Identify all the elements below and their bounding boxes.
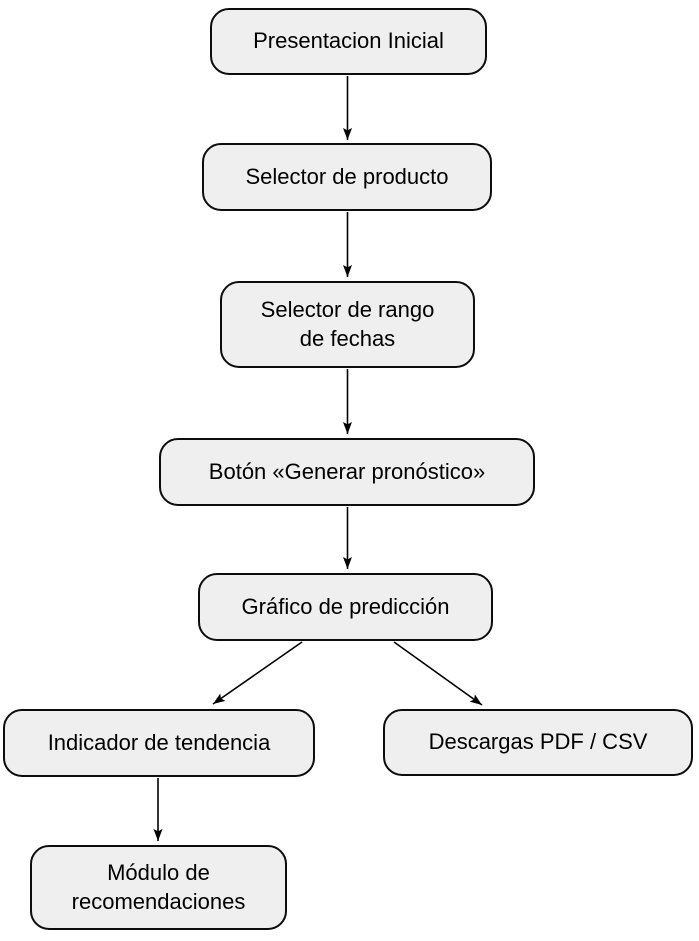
edge-grafico-to-descargas bbox=[393, 641, 483, 706]
node-indicador-tendencia: Indicador de tendencia bbox=[3, 709, 315, 777]
node-modulo-recomendaciones: Módulo de recomendaciones bbox=[30, 845, 287, 930]
edge-grafico-to-indicador-tendencia bbox=[212, 641, 303, 705]
node-selector-producto: Selector de producto bbox=[202, 143, 492, 211]
node-selector-rango-fechas: Selector de rango de fechas bbox=[220, 281, 475, 368]
node-descargas-pdf-csv: Descargas PDF / CSV bbox=[383, 709, 693, 776]
node-grafico-prediccion: Gráfico de predicción bbox=[198, 573, 493, 641]
node-presentacion-inicial: Presentacion Inicial bbox=[210, 8, 487, 75]
node-boton-generar-pronostico: Botón «Generar pronóstico» bbox=[159, 438, 535, 506]
